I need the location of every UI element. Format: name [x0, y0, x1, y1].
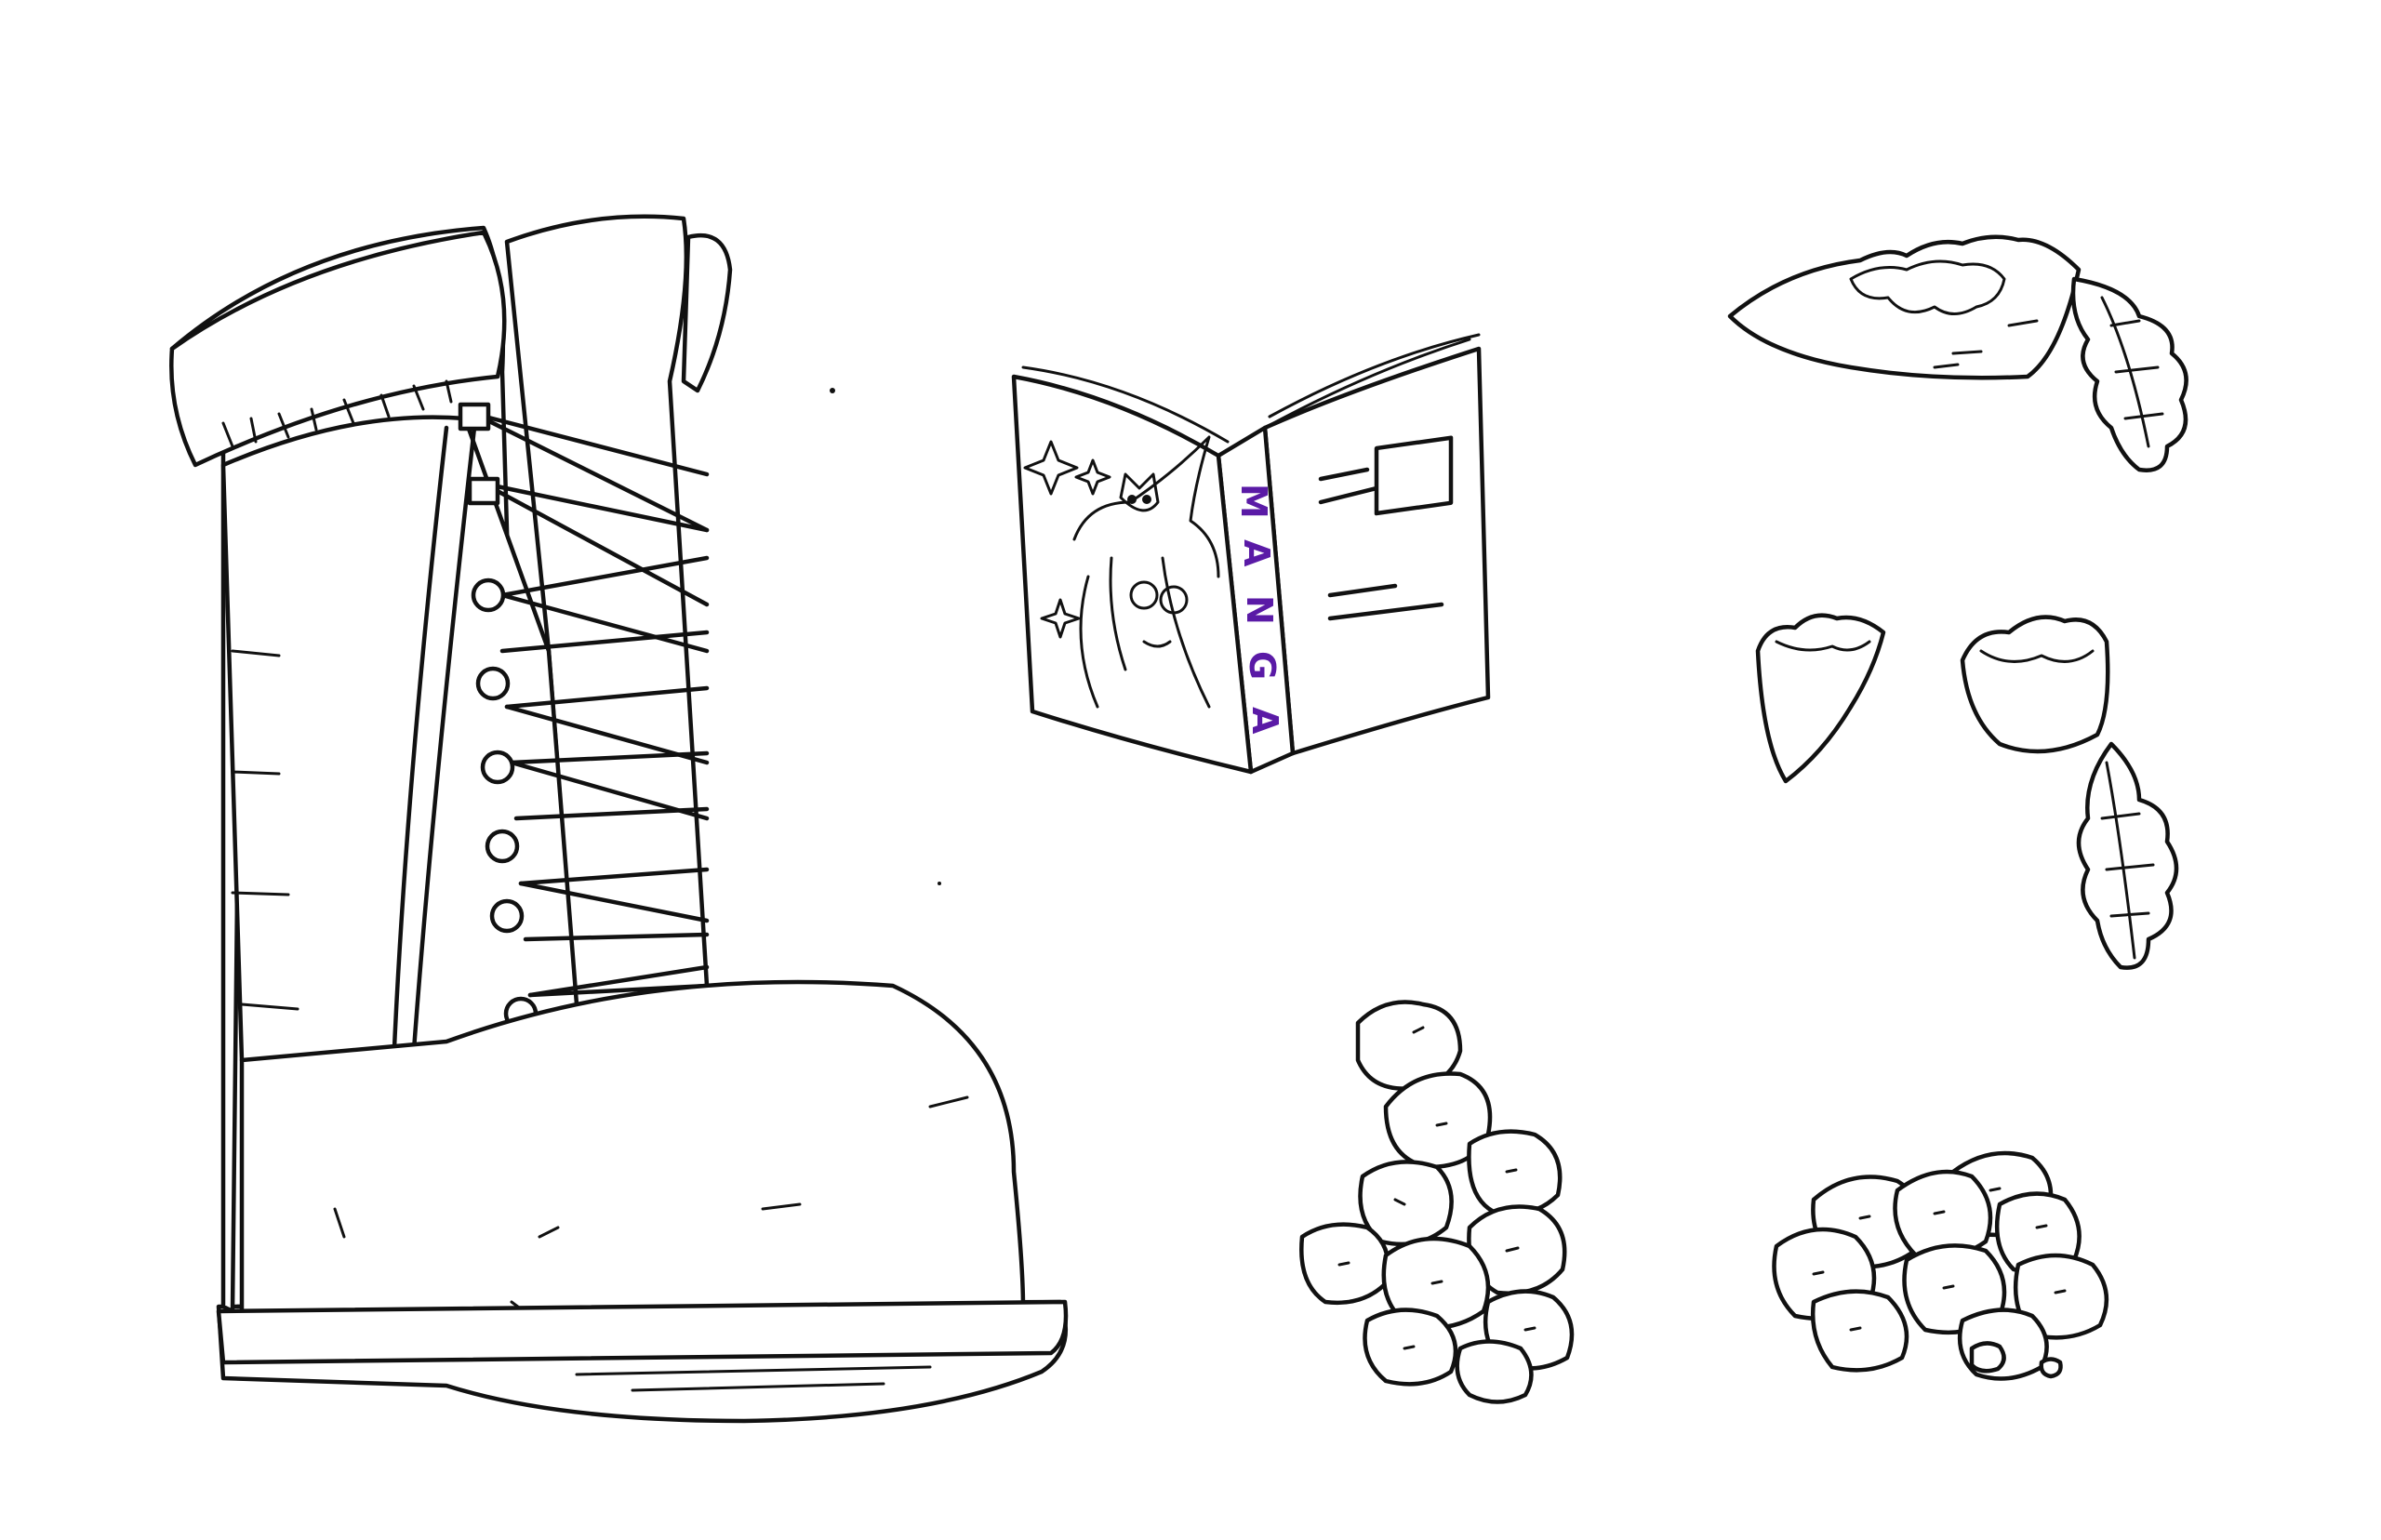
sparkle-icon	[1074, 458, 1111, 496]
potato-crumb	[2039, 1357, 2063, 1379]
boot-icon	[169, 214, 1069, 1424]
boot-welt	[216, 1299, 1069, 1365]
sparkle-icon	[1023, 440, 1079, 496]
spine-letter: G	[1242, 651, 1283, 680]
spine-letter: N	[1239, 595, 1280, 625]
spine-letter: A	[1236, 539, 1277, 567]
boot-cuff	[169, 230, 507, 468]
eyelet	[471, 578, 506, 613]
potato	[1455, 1339, 1534, 1404]
stray-dot	[830, 388, 835, 393]
carrot-greens	[2070, 276, 2188, 472]
carrot-tip-piece	[1755, 613, 1886, 784]
boot-cuff-stitches	[221, 379, 453, 448]
sparkle-icon	[1040, 598, 1081, 639]
boot-hook	[458, 402, 491, 431]
potato-crumb	[1969, 1341, 2006, 1374]
book-back-box	[1374, 435, 1454, 516]
potato	[1467, 1129, 1563, 1216]
book-front-cover	[1011, 374, 1254, 775]
potato	[1358, 1160, 1454, 1247]
potato	[1355, 1000, 1463, 1091]
book-spine-title: M A N G A	[1233, 484, 1285, 735]
spine-letter: A	[1244, 707, 1285, 735]
potato	[1893, 1169, 1993, 1261]
carrot-greens	[2076, 741, 2179, 970]
spine-letter: M	[1233, 484, 1274, 519]
book-cover-illustration	[1023, 435, 1220, 709]
eyelet	[475, 666, 511, 701]
manga-book-icon: M A N G A	[1011, 333, 1491, 775]
stray-dot	[938, 882, 941, 885]
potato-pile-icon	[1772, 1150, 2109, 1381]
eyelet	[480, 750, 515, 785]
boot-toe	[239, 979, 1026, 1314]
carrot-pieces-icon	[1755, 613, 2179, 970]
boot-upper	[220, 415, 579, 1063]
eyelet	[485, 829, 520, 864]
carrot-top-piece	[1960, 615, 2110, 754]
stacked-potatoes-icon	[1299, 1000, 1575, 1404]
boot-tongue	[504, 214, 710, 1016]
bitten-carrot-icon	[1727, 234, 2188, 472]
carrot-bite	[1849, 259, 2006, 315]
potato	[1811, 1289, 1909, 1373]
eyelet	[489, 898, 525, 934]
boot-hook	[467, 476, 500, 506]
